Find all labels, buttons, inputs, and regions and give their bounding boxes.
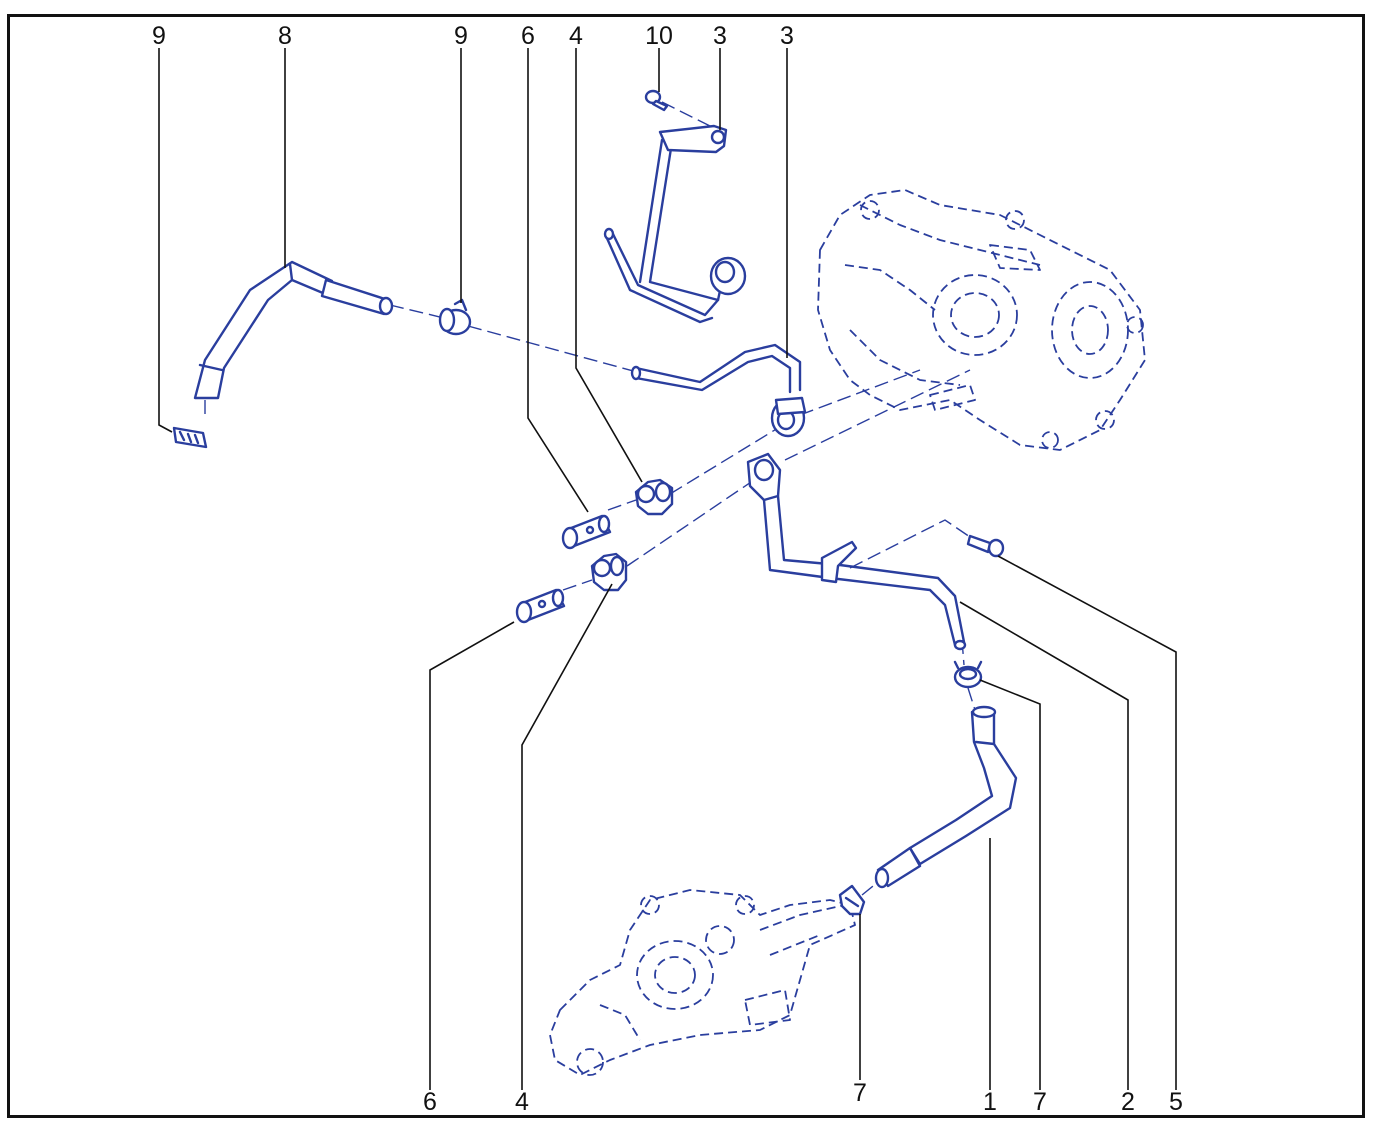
- turbocharger-ghost: [817, 189, 1146, 451]
- bolt-5: [966, 534, 1005, 558]
- pipe-3-bracket: [603, 124, 747, 324]
- callout-bottom-1: 1: [983, 1088, 997, 1116]
- callout-top-9a: 9: [152, 22, 166, 50]
- callout-bottom-4: 4: [515, 1088, 529, 1116]
- washer-4-lower: [590, 552, 628, 592]
- bolt-10: [644, 89, 669, 112]
- callout-top-10: 10: [645, 22, 673, 50]
- callout-top-4: 4: [569, 22, 583, 50]
- callout-bottom-5: 5: [1169, 1088, 1183, 1116]
- callout-top-3a: 3: [713, 22, 727, 50]
- washer-4-upper: [634, 478, 674, 516]
- callout-bottom-7b: 7: [1033, 1088, 1047, 1116]
- callout-top-8: 8: [278, 22, 292, 50]
- banjo-bolt-6-lower: [515, 588, 566, 624]
- water-pump-ghost: [549, 889, 856, 1076]
- diagram-frame: [7, 14, 1365, 1118]
- callout-labels: 9 8 9 6 4 10 3 3 6 4 7 1 7 2 5: [152, 22, 1183, 1116]
- callout-bottom-7a: 7: [853, 1079, 867, 1107]
- clamp-9-left: [172, 426, 208, 449]
- hose-8: [193, 260, 394, 400]
- pipe-3-middle: [630, 343, 807, 438]
- hose-1: [874, 705, 1018, 889]
- callout-bottom-2: 2: [1121, 1088, 1135, 1116]
- assembly-axes: [204, 101, 976, 896]
- clamp-7-upper: [953, 660, 983, 689]
- clamp-9-right: [438, 298, 472, 336]
- leader-lines: [158, 48, 1177, 1090]
- callout-top-9b: 9: [454, 22, 468, 50]
- pipe-2: [746, 452, 967, 651]
- callout-top-3b: 3: [780, 22, 794, 50]
- clamp-7-lower: [838, 884, 866, 916]
- banjo-bolt-6-upper: [561, 514, 612, 550]
- callout-top-6: 6: [521, 22, 535, 50]
- callout-bottom-6: 6: [423, 1088, 437, 1116]
